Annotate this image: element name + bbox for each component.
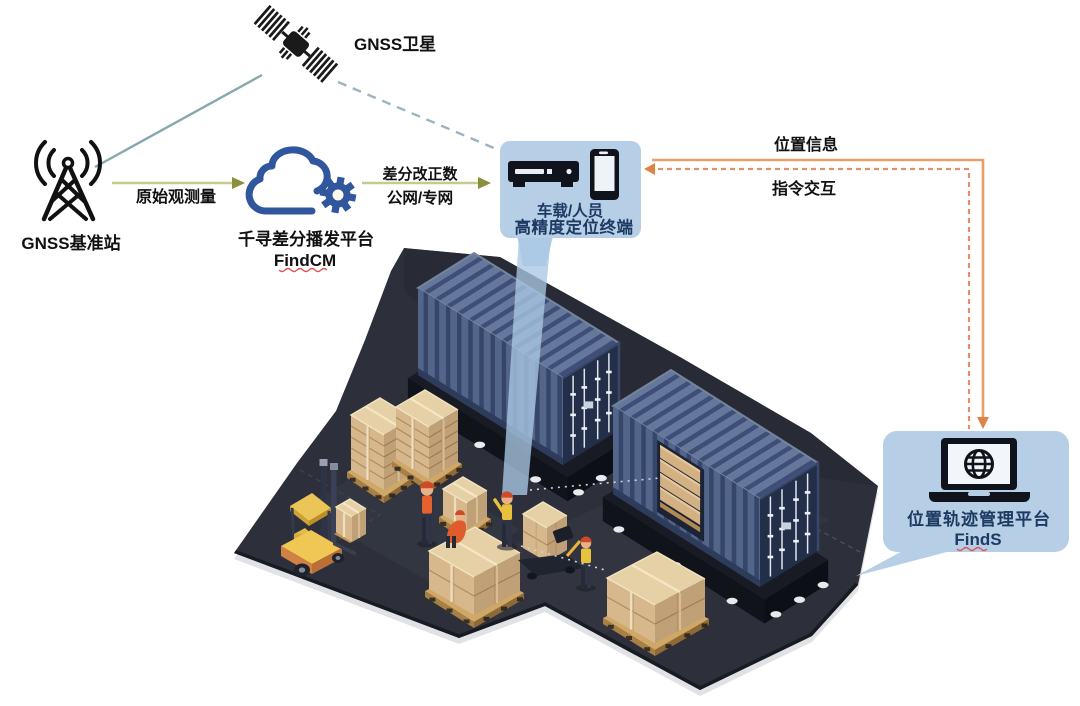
svg-text:千寻差分播发平台: 千寻差分播发平台 [238, 229, 374, 249]
svg-text:公网/专网: 公网/专网 [387, 188, 453, 207]
svg-text:车载/人员: 车载/人员 [537, 201, 603, 220]
svg-text:原始观测量: 原始观测量 [136, 187, 216, 206]
svg-text:位置轨迹管理平台: 位置轨迹管理平台 [907, 509, 1051, 529]
svg-text:指令交互: 指令交互 [772, 179, 836, 198]
svg-text:差分改正数: 差分改正数 [382, 165, 458, 183]
svg-text:GNSS基准站: GNSS基准站 [21, 233, 120, 253]
svg-text:高精度定位终端: 高精度定位终端 [515, 217, 634, 237]
svg-text:位置信息: 位置信息 [774, 135, 838, 154]
svg-text:FindS: FindS [954, 530, 1001, 549]
svg-text:FindCM: FindCM [274, 251, 336, 270]
svg-text:GNSS卫星: GNSS卫星 [354, 35, 436, 54]
